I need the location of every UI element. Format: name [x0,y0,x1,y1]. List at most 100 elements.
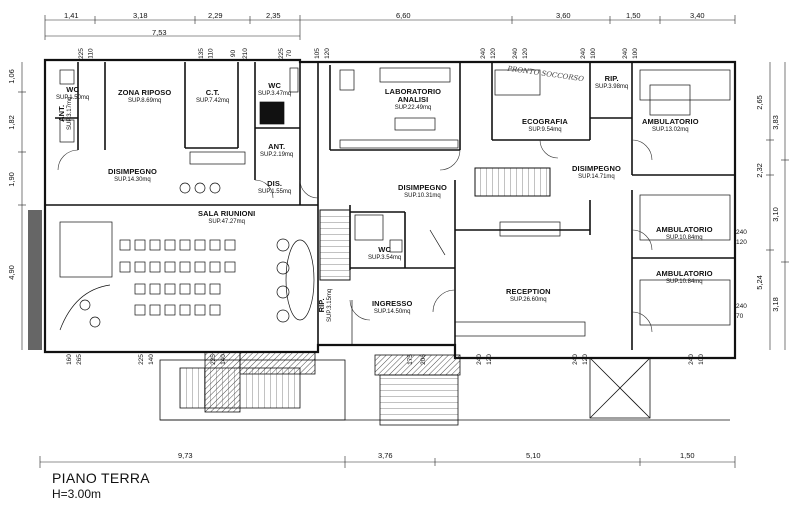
dim-top-total: 7,53 [152,28,167,37]
dim-right-small: 240 [736,229,747,236]
room-area: SUP.3.54mq [368,255,402,261]
room-wc-3: WC SUP.3.54mq [368,246,401,262]
room-ant-1: ANT. SUP.3.17mq [57,96,74,130]
dim-bottom-small: 120 [581,354,589,365]
dim-right: 3,18 [770,297,780,312]
exterior-steps [159,357,730,426]
dim-right-small: 240 [736,303,747,310]
dim-top-small: 240 [511,48,519,59]
meeting-room-furniture [59,221,315,331]
dim-bottom: 5,10 [526,451,541,460]
room-name: WC [66,85,79,94]
room-area: SUP.3.98mq [595,84,629,90]
plan-title: PIANO TERRA [52,470,150,486]
room-area: SUP.13.02mq [652,127,689,133]
room-area: SUP.8.69mq [128,98,162,104]
dim-top: 3,60 [556,11,571,20]
room-wc-1: WC SUP.1.50mq [56,86,89,102]
room-area: SUP.26.60mq [510,297,547,303]
dim-bottom-small: 240 [475,354,483,365]
dim-bottom: 3,76 [378,451,393,460]
dim-right: 2,65 [754,95,764,110]
room-name: DISIMPEGNO [108,167,157,176]
dim-bottom: 9,73 [178,451,193,460]
dim-left: 1,82 [6,115,16,130]
dim-bottom-small: 120 [485,354,493,365]
room-ct: C.T. SUP.7.42mq [196,89,229,105]
interior-walls [45,62,735,352]
dim-top-small: 110 [87,48,95,59]
dim-top: 6,60 [396,11,411,20]
dim-right-small: 120 [736,239,747,246]
dim-bottom-small: 160 [65,354,73,365]
dim-top: 2,29 [208,11,223,20]
room-name: ECOGRAFIA [522,117,568,126]
dim-bottom-small: 140 [147,354,155,365]
room-name: WC [268,81,281,90]
dim-left: 1,06 [6,69,16,84]
room-area: SUP.14.71mq [578,174,615,180]
room-rip-1: RIP. SUP.3.98mq [595,75,628,91]
dim-right-small: 70 [736,313,744,320]
left-wall-strip [28,210,42,350]
dim-top: 1,41 [64,11,79,20]
dimension-lines-bottom [39,456,736,468]
dim-bottom-small: 100 [697,354,705,365]
room-name: RECEPTION [506,287,551,296]
room-dis: DIS. SUP.1.55mq [258,180,291,196]
room-ingresso: INGRESSO SUP.14.50mq [372,300,412,316]
room-disimpegno-2: DISIMPEGNO SUP.10.31mq [398,184,447,200]
dim-top-small: 240 [621,48,629,59]
room-name: SALA RIUNIONI [198,209,256,218]
floor-height: H=3.00m [52,487,102,501]
room-area: SUP.3.17mq [67,96,73,130]
room-disimpegno-3: DISIMPEGNO SUP.14.71mq [572,165,621,181]
room-name: DIS. [267,179,283,188]
dim-left: 1,90 [6,172,16,187]
room-area: SUP.10.84mq [666,235,703,241]
room-name: AMBULATORIO [656,225,713,234]
stair-main [319,209,351,281]
room-name: AMBULATORIO [656,269,713,278]
dim-top-small: 240 [579,48,587,59]
dim-top-small: 105 [313,48,321,59]
room-name: RIP. [317,298,326,313]
room-area: SUP.14.50mq [373,309,411,315]
room-area: SUP.7.42mq [196,98,230,104]
room-name: DISIMPEGNO [398,183,447,192]
room-zona-riposo: ZONA RIPOSO SUP.8.69mq [118,89,171,105]
dim-left: 4,90 [6,265,16,280]
room-name: RIP. [604,74,619,83]
room-area: SUP.10.31mq [404,193,441,199]
room-ambulatorio-3: AMBULATORIO SUP.10.84mq [656,270,713,286]
dim-top-small: 210 [241,48,249,59]
dim-top-small: 120 [323,48,331,59]
room-area: SUP.2.19mq [260,152,294,158]
room-name: ANT. [57,104,66,122]
room-ant-2: ANT. SUP.2.19mq [260,143,293,159]
room-ambulatorio-1: AMBULATORIO SUP.13.02mq [642,118,699,134]
room-name: ANT. [268,142,286,151]
dim-top-small: 110 [207,48,215,59]
dim-top-small: 120 [521,48,529,59]
dim-top: 1,50 [626,11,641,20]
dim-bottom-small: 225 [137,354,145,365]
dim-bottom-small: 240 [687,354,695,365]
room-ecografia: ECOGRAFIA SUP.9.54mq [522,118,568,134]
dim-right: 3,83 [770,115,780,130]
door-swings [57,139,653,333]
dim-top: 3,18 [133,11,148,20]
room-name: ZONA RIPOSO [118,88,172,97]
dim-top-small: 120 [489,48,497,59]
dim-right: 2,32 [754,163,764,178]
room-area: SUP.3.15mq [327,288,333,322]
room-ambulatorio-2: AMBULATORIO SUP.10.84mq [656,226,713,242]
dim-bottom-small: 140 [219,354,227,365]
room-area: SUP.14.30mq [114,177,151,183]
room-laboratorio: LABORATORIO ANALISI SUP.22.49mq [378,88,448,112]
dim-top-small: 225 [277,48,285,59]
room-name: DISIMPEGNO [572,164,621,173]
room-area: SUP.1.55mq [258,189,292,195]
dim-top-small: 100 [589,48,597,59]
